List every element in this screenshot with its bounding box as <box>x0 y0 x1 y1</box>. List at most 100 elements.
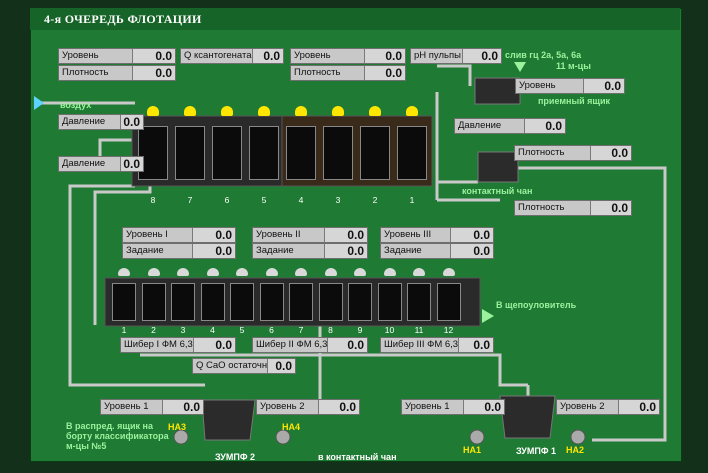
middle-flotation-cell[interactable] <box>407 283 431 321</box>
middle-flotation-cell[interactable] <box>200 283 225 321</box>
to-contact-label: в контактный чан <box>318 452 397 462</box>
level3-box[interactable]: Уровень III 0.0 <box>380 227 494 243</box>
receiving-box-label: приемный ящик <box>538 96 611 106</box>
air-label: воздух <box>60 100 92 110</box>
task2-box[interactable]: Задание 0.0 <box>252 243 368 259</box>
middle-flotation-cell[interactable] <box>112 283 136 321</box>
middle-cell-number: 12 <box>443 325 454 335</box>
top-cell-number: 1 <box>409 195 415 205</box>
xanthate-box[interactable]: Q ксантогената 0.0 <box>180 48 284 64</box>
top-flotation-cell[interactable] <box>249 126 279 180</box>
cell-cap-icon <box>265 268 278 276</box>
cell-lamp-icon <box>332 106 344 116</box>
contact-vat-label: контактный чан <box>462 186 533 196</box>
ph-box[interactable]: pH пульпы 0.0 <box>410 48 502 64</box>
middle-flotation-cell[interactable] <box>171 283 195 321</box>
pump-na4-label: НА4 <box>282 422 301 432</box>
top-cell-number: 6 <box>224 195 230 205</box>
cao-box[interactable]: Q CaO остаточн 0.0 <box>192 358 296 374</box>
middle-cell-number: 7 <box>298 325 304 335</box>
top-flotation-cell[interactable] <box>397 126 427 180</box>
cell-cap-icon <box>354 268 366 276</box>
cell-lamp-icon <box>369 106 381 116</box>
top-flotation-cell[interactable] <box>323 126 353 180</box>
receiving-level-box[interactable]: Уровень 0.0 <box>515 78 625 94</box>
task3-box[interactable]: Задание 0.0 <box>380 243 494 259</box>
cell-lamp-icon <box>221 106 233 116</box>
level-box[interactable]: Уровень 0.0 <box>58 48 176 64</box>
cell-cap-icon <box>442 268 455 276</box>
middle-cell-number: 10 <box>384 325 395 335</box>
pump-na3 <box>173 429 189 445</box>
pump-na3-label: НА3 <box>168 422 187 432</box>
top-cell-number: 8 <box>150 195 156 205</box>
gate2-box[interactable]: Шибер II ФМ 6,3 0.0 <box>252 337 368 353</box>
level2-box[interactable]: Уровень 0.0 <box>290 48 406 64</box>
zumpf2-level2-box[interactable]: Уровень 2 0.0 <box>256 399 360 415</box>
zumpf1-level2-box[interactable]: Уровень 2 0.0 <box>556 399 660 415</box>
cell-cap-icon <box>295 268 307 276</box>
pump-na1 <box>469 429 485 445</box>
cell-cap-icon <box>236 268 248 276</box>
middle-flotation-cell[interactable] <box>436 283 461 321</box>
middle-cell-number: 2 <box>151 325 156 335</box>
cell-cap-icon <box>118 268 130 276</box>
middle-flotation-cell[interactable] <box>230 283 254 321</box>
cell-lamp-icon <box>147 106 159 116</box>
contact-vat <box>477 151 519 183</box>
density2-box[interactable]: Плотность 0.0 <box>290 65 406 81</box>
middle-flotation-cell[interactable] <box>318 283 343 321</box>
zumpf1-label: ЗУМПФ 1 <box>516 446 557 456</box>
top-flotation-cell[interactable] <box>286 126 316 180</box>
cell-cap-icon <box>147 268 160 276</box>
density-box[interactable]: Плотность 0.0 <box>58 65 176 81</box>
cell-lamp-icon <box>295 106 307 116</box>
pump-na4 <box>275 429 291 445</box>
pressure-left2-box[interactable]: Давление 0.0 <box>58 156 144 172</box>
middle-flotation-cell[interactable] <box>141 283 166 321</box>
middle-flotation-cell[interactable] <box>348 283 372 321</box>
middle-cell-number: 1 <box>121 325 127 335</box>
right-density2-box[interactable]: Плотность 0.0 <box>514 200 632 216</box>
level1-box[interactable]: Уровень I 0.0 <box>122 227 236 243</box>
middle-flotation-cell[interactable] <box>289 283 313 321</box>
top-cell-number: 3 <box>335 195 341 205</box>
middle-cell-number: 9 <box>357 325 363 335</box>
zumpf2-level1-box[interactable]: Уровень 1 0.0 <box>100 399 204 415</box>
pipe-left-middle <box>93 182 152 325</box>
page-title: 4-я ОЧЕРЕДЬ ФЛОТАЦИИ <box>44 12 202 26</box>
pipe-right-return <box>517 166 667 442</box>
title-bar <box>30 8 680 30</box>
zumpf1-level1-box[interactable]: Уровень 1 0.0 <box>401 399 505 415</box>
top-flotation-cell[interactable] <box>175 126 205 180</box>
pressure-left1-box[interactable]: Давление 0.0 <box>58 114 144 130</box>
drain-label-2: 11 м-цы <box>556 61 591 71</box>
task1-box[interactable]: Задание 0.0 <box>122 243 236 259</box>
middle-flotation-cell[interactable] <box>259 283 284 321</box>
cell-lamp-icon <box>258 106 270 116</box>
top-flotation-cell[interactable] <box>360 126 390 180</box>
middle-cell-number: 3 <box>180 325 186 335</box>
pump-na1-label: НА1 <box>463 445 482 455</box>
zumpf2-label: ЗУМПФ 2 <box>215 452 256 462</box>
pressure-right-box[interactable]: Давление 0.0 <box>454 118 566 134</box>
cell-cap-icon <box>324 268 337 276</box>
gate1-box[interactable]: Шибер I ФМ 6,3 0.0 <box>120 337 236 353</box>
cell-cap-icon <box>413 268 425 276</box>
dest-line3: м-цы №5 <box>66 441 107 451</box>
middle-cell-number: 4 <box>210 325 215 335</box>
receiving-box <box>474 77 521 105</box>
cell-lamp-icon <box>406 106 418 116</box>
top-flotation-cell[interactable] <box>212 126 242 180</box>
gate3-box[interactable]: Шибер III ФМ 6,3 0.0 <box>380 337 494 353</box>
middle-flotation-cell[interactable] <box>377 283 402 321</box>
top-cell-number: 2 <box>372 195 378 205</box>
middle-cell-number: 11 <box>414 325 424 335</box>
pipe-under-cells <box>140 353 528 387</box>
pipe-left-return <box>68 184 205 387</box>
cell-cap-icon <box>383 268 396 276</box>
right-density-box[interactable]: Плотность 0.0 <box>514 145 632 161</box>
thickener-label: В щепоуловитель <box>496 300 577 310</box>
level2-mid-box[interactable]: Уровень II 0.0 <box>252 227 368 243</box>
